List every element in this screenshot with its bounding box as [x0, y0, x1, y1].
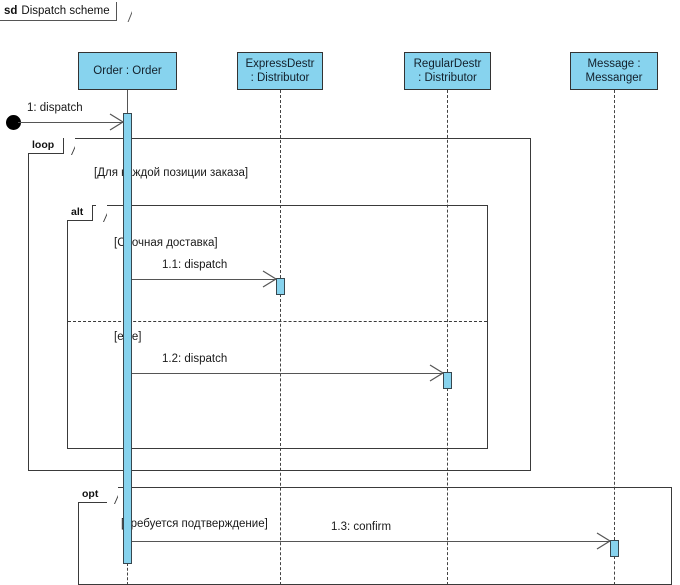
lifeline-head-expressdestr[interactable]: ExpressDestr : Distributor — [237, 52, 323, 90]
lifeline-stem-messenger-lower — [614, 556, 615, 585]
fragment-loop[interactable] — [28, 138, 531, 471]
lifeline-stem-regulardestr-upper — [447, 90, 448, 372]
activation-bar-expressdestr — [276, 278, 285, 295]
lifeline-stem-regulardestr-lower — [447, 388, 448, 585]
message-2-line — [132, 279, 276, 280]
lifeline-head-regulardestr[interactable]: RegularDestr : Distributor — [404, 52, 491, 90]
fragment-alt-corner-icon — [96, 205, 107, 222]
fragment-alt-guard-1: [Срочная доставка] — [114, 237, 218, 249]
diagram-title: Dispatch scheme — [21, 4, 110, 17]
lifeline-expressdestr-line2: : Distributor — [250, 72, 310, 84]
message-3-arrowhead-icon — [429, 364, 445, 382]
fragment-loop-operator: loop — [28, 138, 65, 154]
fragment-loop-corner-icon — [64, 138, 75, 155]
lifeline-head-order[interactable]: Order : Order — [78, 52, 177, 90]
message-4-label: 1.3: confirm — [331, 521, 392, 533]
lifeline-regulardestr-line1: RegularDestr — [413, 58, 482, 70]
message-4-arrowhead-icon — [596, 532, 612, 550]
fragment-alt-operator: alt — [67, 205, 94, 221]
lifeline-expressdestr-line1: ExpressDestr — [245, 58, 315, 70]
diagram-kind-keyword: sd — [4, 4, 18, 17]
lifeline-head-messenger[interactable]: Message : Messanger — [570, 52, 658, 90]
lifeline-messenger-line2: Messanger — [585, 72, 643, 84]
lifeline-regulardestr-line2: : Distributor — [418, 72, 477, 84]
found-message-start-dot — [6, 115, 21, 130]
message-3-label: 1.2: dispatch — [162, 353, 228, 365]
lifeline-stem-messenger-upper — [614, 90, 615, 540]
lifeline-order-line1: Order : Order — [93, 65, 162, 77]
message-3-line — [132, 373, 443, 374]
message-1-arrowhead-icon — [109, 113, 125, 131]
diagram-frame-title-tab: sd Dispatch scheme — [0, 2, 117, 21]
activation-bar-regulardestr — [443, 372, 452, 389]
diagram-frame-tab-corner-icon — [118, 2, 132, 22]
fragment-opt-corner-icon — [107, 487, 118, 504]
message-1-label: 1: dispatch — [27, 102, 83, 114]
activation-bar-order — [123, 113, 132, 564]
message-4-line — [132, 541, 610, 542]
lifeline-messenger-line1: Message : — [587, 58, 641, 70]
activation-bar-messenger — [610, 540, 619, 557]
fragment-opt-operator: opt — [78, 487, 109, 503]
fragment-opt[interactable] — [78, 487, 672, 585]
message-2-label: 1.1: dispatch — [162, 259, 228, 271]
fragment-opt-guard: [Требуется подтверждение] — [121, 518, 268, 530]
fragment-alt[interactable] — [67, 205, 488, 449]
lifeline-stem-expressdestr-upper — [280, 90, 281, 278]
lifeline-stem-order-tail — [127, 563, 128, 585]
lifeline-stem-expressdestr-lower — [280, 294, 281, 585]
message-2-arrowhead-icon — [262, 270, 278, 288]
message-1-line — [18, 122, 123, 123]
fragment-loop-guard: [Для каждой позиции заказа] — [94, 167, 249, 179]
fragment-alt-divider — [68, 321, 487, 322]
lifeline-stem-order — [127, 90, 128, 116]
